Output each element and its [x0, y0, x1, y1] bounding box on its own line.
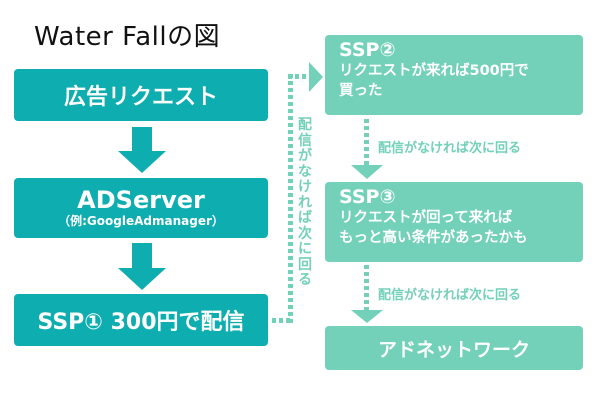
ad-server-example: （例:GoogleAdmanager）: [58, 214, 224, 228]
ssp1-label: SSP① 300円で配信: [37, 310, 245, 335]
ssp1-box: SSP① 300円で配信: [14, 294, 268, 346]
ssp3-text-line: リクエストが回って来れば: [339, 210, 513, 226]
dotted-connector: [272, 318, 292, 323]
ssp2-text-line: 買った: [339, 83, 383, 99]
dotted-connector: [288, 74, 310, 79]
down-arrow-icon: [118, 127, 166, 173]
vertical-note: 配信がなければ次に回る: [298, 117, 312, 288]
ad-request-label: 広告リクエスト: [63, 85, 218, 110]
down-arrowhead-icon: [351, 310, 383, 323]
diagram-title: Water Fallの図: [34, 22, 221, 52]
down-arrowhead-icon: [351, 165, 383, 179]
ssp3-box: SSP③ リクエストが回って来れば もっと高い条件があったかも: [325, 182, 583, 262]
down-arrow-icon: [118, 243, 166, 290]
ad-network-label: アドネットワーク: [377, 338, 530, 361]
next-note: 配信がなければ次に回る: [378, 288, 522, 303]
ad-server-label: ADServer: [77, 186, 205, 214]
ad-network-box: アドネットワーク: [325, 326, 583, 370]
ssp3-title: SSP③: [339, 186, 396, 208]
dotted-arrow: [364, 119, 369, 165]
ssp2-title: SSP②: [339, 39, 396, 61]
ssp2-text-line: リクエストが来れば500円で: [339, 63, 529, 79]
ssp2-box: SSP② リクエストが来れば500円で 買った: [325, 35, 583, 115]
ssp3-text-line: もっと高い条件があったかも: [339, 230, 528, 246]
ad-server-box: ADServer （例:GoogleAdmanager）: [14, 178, 268, 238]
ad-request-box: 広告リクエスト: [14, 69, 268, 121]
dotted-connector: [288, 74, 293, 323]
dotted-arrow: [364, 265, 369, 310]
next-note: 配信がなければ次に回る: [378, 141, 522, 156]
right-arrowhead-icon: [309, 62, 323, 92]
